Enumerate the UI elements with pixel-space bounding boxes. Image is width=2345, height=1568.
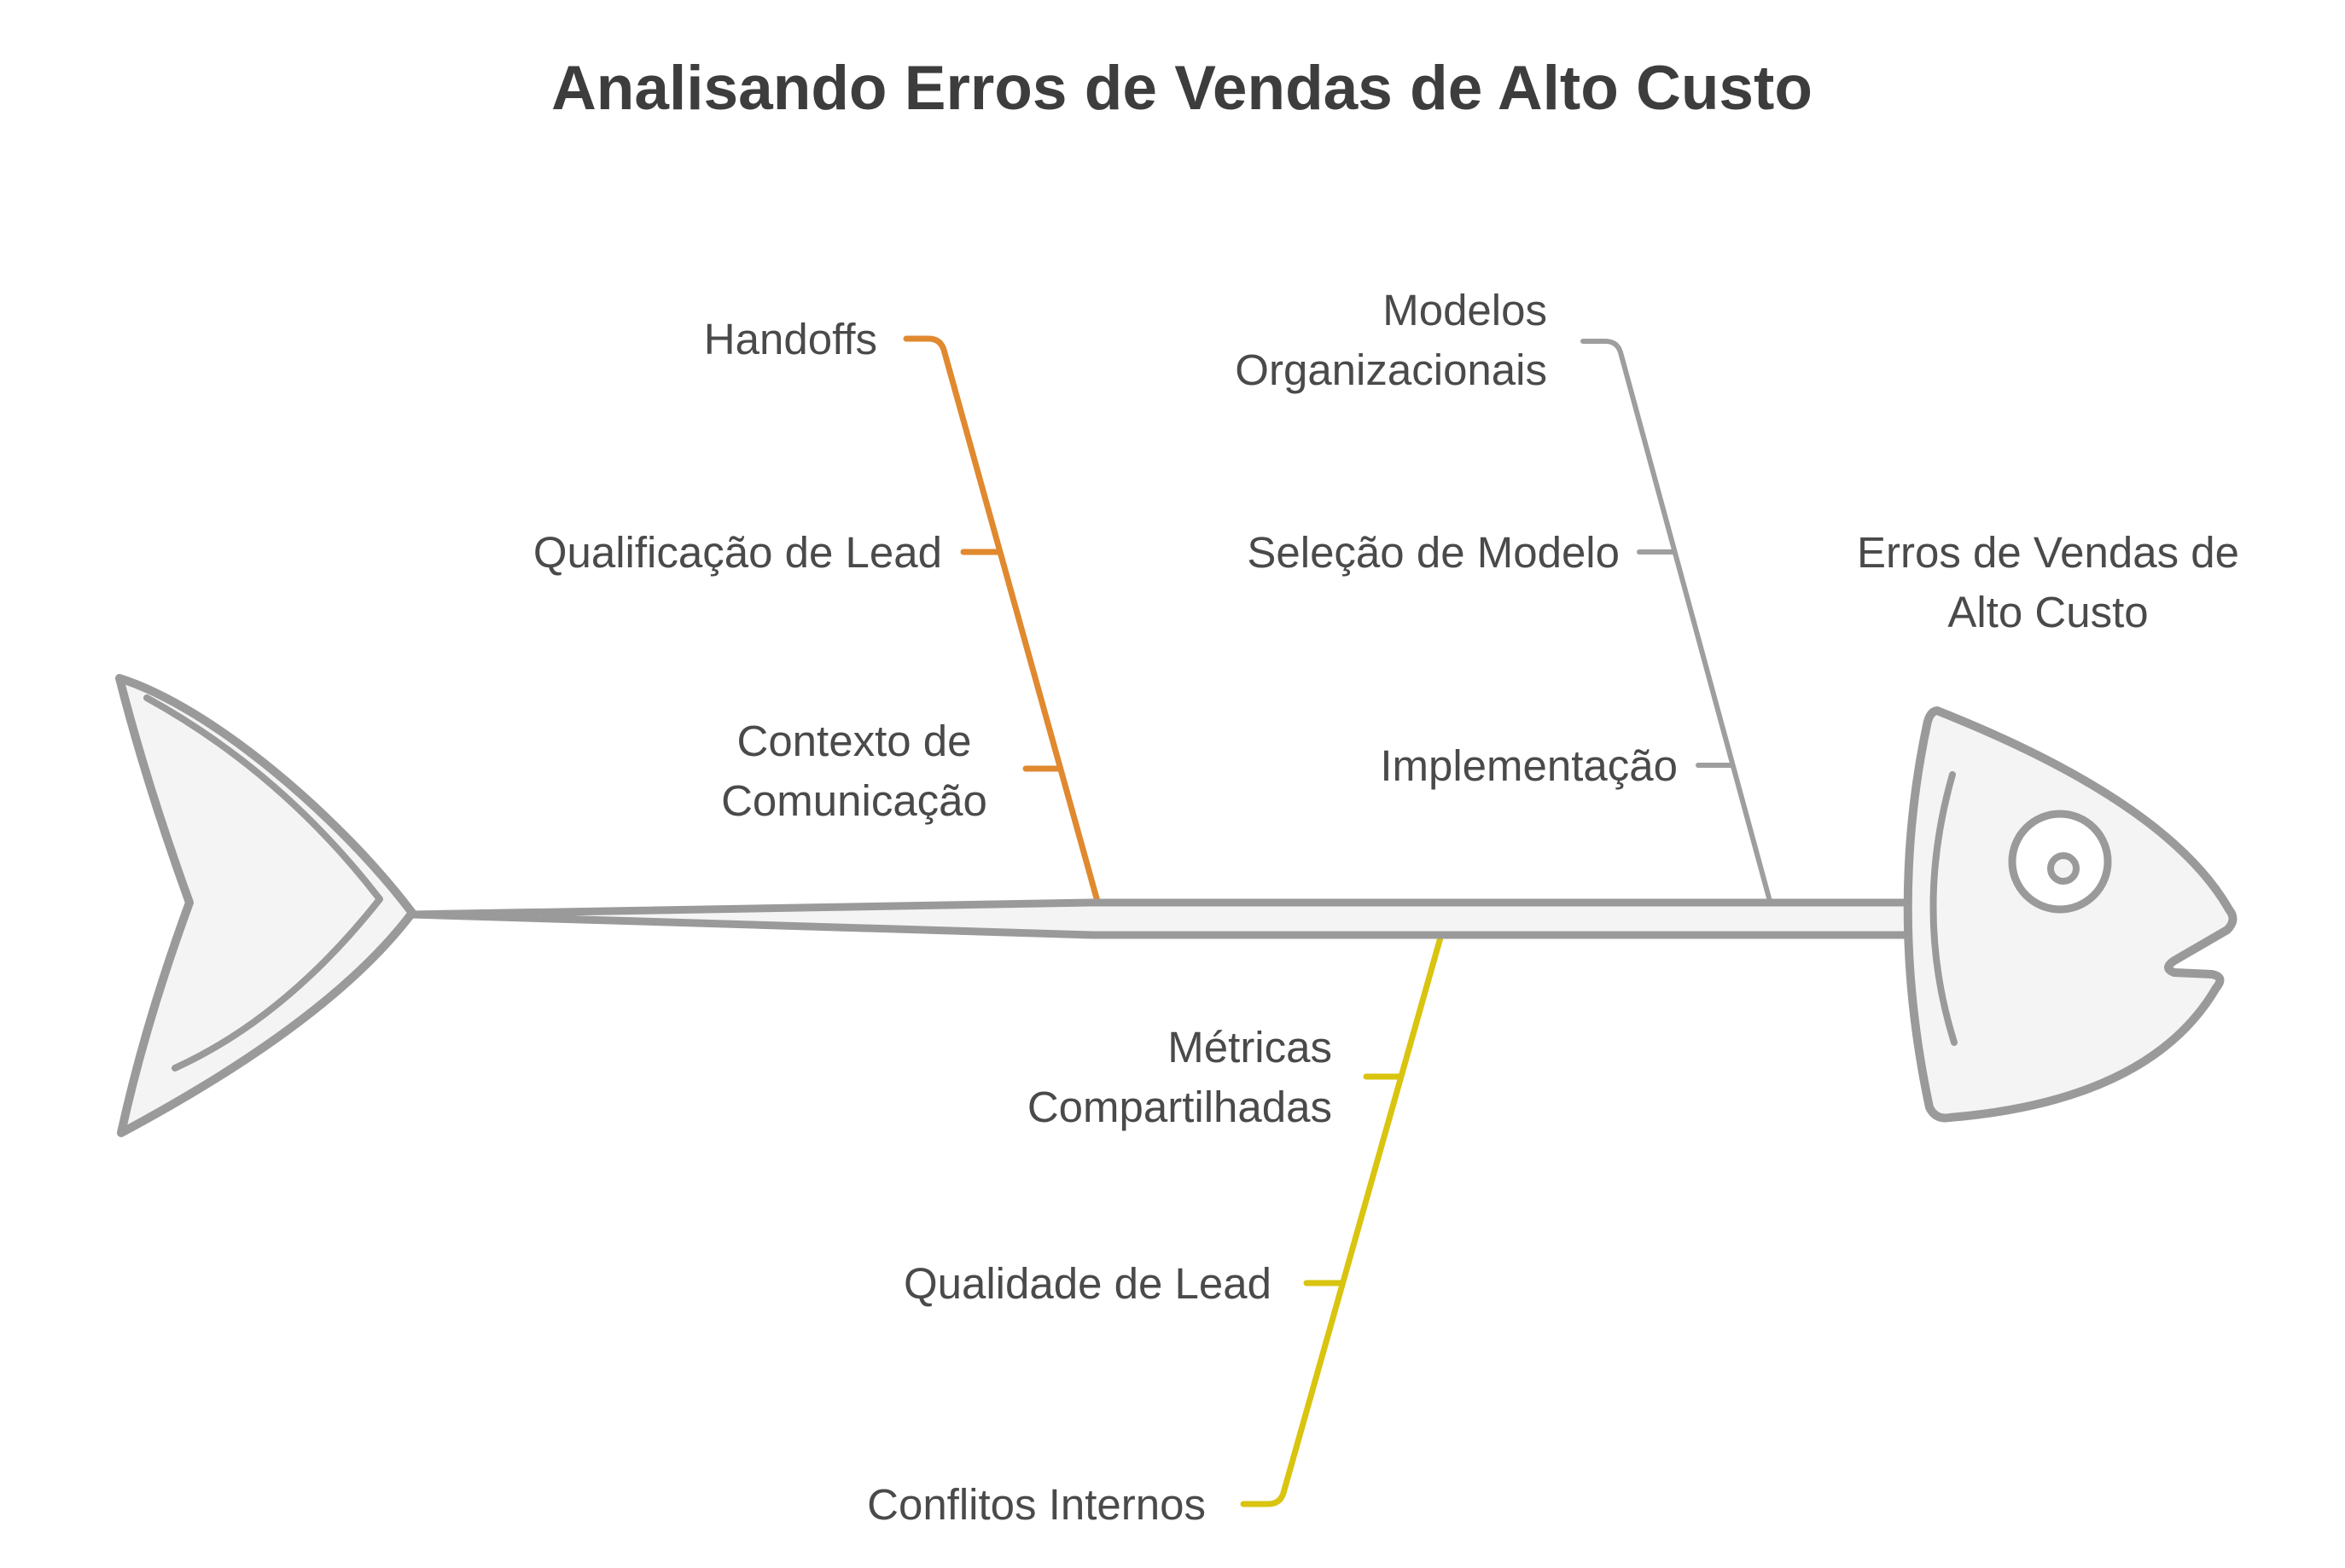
fish-tail-shape (115, 674, 416, 1137)
cause-label-qualidade-de-lead: Qualidade de Lead (904, 1259, 1271, 1308)
branch-line-bottom (1240, 934, 1444, 1507)
branch-line-top-right (1580, 339, 1773, 907)
cause-label-metricas-line1: Métricas (1167, 1023, 1332, 1071)
branch-line-top-left (903, 335, 1102, 908)
fish-tail-inner-line (143, 694, 383, 1071)
fish-eye-pupil (2047, 852, 2080, 885)
cause-label-modelos-line1: Modelos (1382, 286, 1547, 334)
branch-bottom (1240, 934, 1444, 1507)
effect-label-line2: Alto Custo (1947, 588, 2148, 636)
branch-top-right (1580, 339, 1773, 907)
cause-label-qualificacao-de-lead: Qualificação de Lead (533, 528, 942, 577)
fish-gill-line (1929, 771, 1958, 1046)
fish-spine-bone (408, 898, 1967, 939)
branch-top-left (903, 335, 1102, 908)
cause-label-modelos-line2: Organizacionais (1235, 346, 1547, 394)
fish-head-shape (1903, 706, 2237, 1123)
diagram-title: Analisando Erros de Vendas de Alto Custo (551, 54, 1813, 123)
effect-label-line1: Erros de Vendas de (1857, 528, 2239, 577)
cause-label-handoffs: Handoffs (704, 315, 877, 363)
cause-label-metricas-line2: Compartilhadas (1027, 1083, 1332, 1131)
cause-label-selecao-de-modelo: Seleção de Modelo (1247, 528, 1620, 577)
cause-label-contexto-line2: Comunicação (721, 776, 987, 825)
cause-label-implementacao: Implementação (1380, 741, 1678, 790)
cause-label-conflitos-internos: Conflitos Internos (867, 1480, 1206, 1529)
cause-label-contexto-line1: Contexto de (736, 717, 971, 765)
